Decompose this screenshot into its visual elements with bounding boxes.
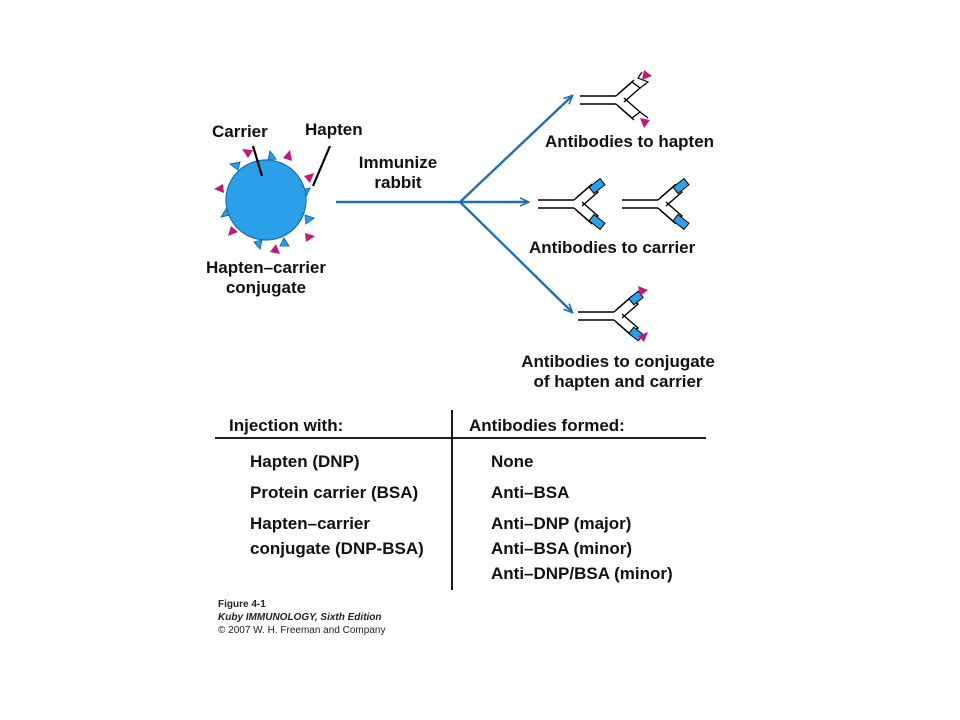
immunize-label-line2: rabbit [374, 173, 422, 192]
table-header-injection: Injection with: [229, 416, 344, 435]
table-row-3-injection-line2: conjugate (DNP-BSA) [250, 539, 424, 558]
conjugate-label: Hapten–carrier conjugate [196, 258, 336, 298]
table-row-2-injection: Protein carrier (BSA) [250, 483, 419, 502]
antibody-to-carrier-icon [537, 177, 606, 231]
antibodies-to-conjugate-line2: of hapten and carrier [533, 372, 703, 391]
table-row-3-antibodies-line2: Anti–BSA (minor) [491, 539, 633, 558]
antibody-to-hapten-icon [579, 70, 652, 128]
figure-caption: Figure 4-1 Kuby IMMUNOLOGY, Sixth Editio… [218, 598, 385, 637]
figure-number: Figure 4-1 [218, 599, 266, 610]
carrier-label: Carrier [212, 122, 268, 141]
antibodies-to-hapten-label: Antibodies to hapten [545, 132, 715, 151]
book-title: Kuby IMMUNOLOGY, Sixth Edition [218, 612, 382, 623]
antibodies-to-conjugate-line1: Antibodies to conjugate [521, 352, 715, 371]
antibody-to-conjugate-icon [577, 286, 648, 342]
antibody-to-carrier-icon [621, 177, 690, 231]
table-row-1-antibodies: None [491, 452, 534, 471]
immunize-label: Immunize rabbit [348, 153, 448, 193]
conjugate-label-line2: conjugate [225, 278, 307, 297]
table-row-3-antibodies-line1: Anti–DNP (major) [491, 514, 632, 533]
table-row-1-injection: Hapten (DNP) [250, 452, 360, 471]
table-row-3-injection-line1: Hapten–carrier [250, 514, 371, 533]
hapten-label: Hapten [305, 120, 363, 139]
copyright-line: © 2007 W. H. Freeman and Company [218, 625, 386, 636]
immunize-arrow [336, 96, 572, 312]
antibodies-to-carrier-label: Antibodies to carrier [529, 238, 696, 257]
hapten-carrier-conjugate-icon [214, 145, 332, 254]
immunize-label-line1: Immunize [358, 153, 438, 172]
table-row-2-antibodies: Anti–BSA [491, 483, 570, 502]
antibodies-to-conjugate-label: Antibodies to conjugate of hapten and ca… [500, 352, 736, 392]
table-header-antibodies: Antibodies formed: [469, 416, 625, 435]
table-row-3-antibodies-line3: Anti–DNP/BSA (minor) [491, 564, 673, 583]
conjugate-label-line1: Hapten–carrier [205, 258, 326, 277]
